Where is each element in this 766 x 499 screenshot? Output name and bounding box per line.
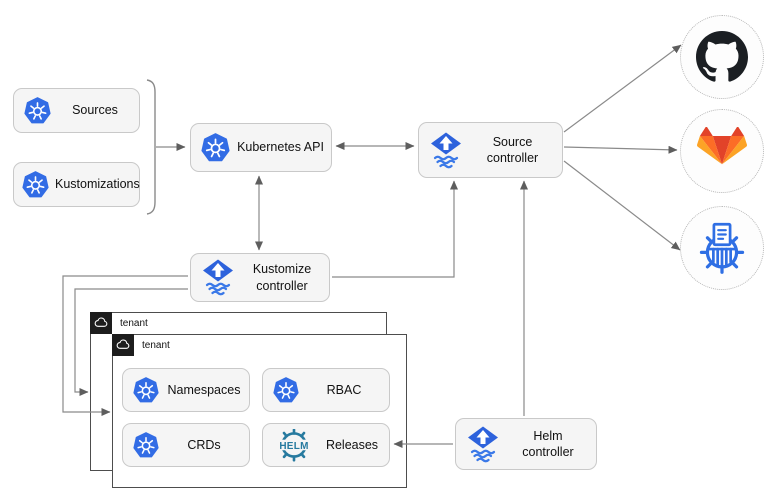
node-source-controller: Source controller (418, 122, 563, 178)
external-gitlab (680, 109, 764, 193)
kubernetes-icon (22, 171, 49, 198)
node-label: RBAC (326, 382, 362, 397)
flux-icon (429, 131, 463, 170)
node-crds: CRDs (122, 423, 250, 467)
node-kustomizations: Kustomizations (13, 162, 140, 207)
registry-bug-icon (699, 222, 745, 274)
node-kustomize-controller: Kustomize controller (190, 253, 330, 302)
node-label: Namespaces (167, 382, 241, 397)
node-rbac: RBAC (262, 368, 390, 412)
tenant-badge (90, 312, 112, 334)
kubernetes-icon (201, 133, 230, 162)
node-kubernetes-api: Kubernetes API (190, 123, 332, 172)
helm-icon: HELM (273, 428, 315, 462)
node-label: Releases (325, 437, 379, 452)
kubernetes-icon (133, 377, 159, 403)
node-helm-controller: Helm controller (455, 418, 597, 470)
tenant-label: tenant (120, 318, 148, 329)
gitlab-icon (697, 127, 747, 165)
edge-source-to-registry (563, 160, 681, 251)
flux-icon (201, 258, 235, 297)
kubernetes-icon (24, 97, 51, 124)
node-label: CRDs (187, 437, 221, 452)
edge-source-to-gitlab (563, 145, 678, 154)
node-releases: HELM Releases (262, 423, 390, 467)
node-label: Helm controller (522, 428, 574, 459)
node-label: Source controller (486, 134, 539, 165)
node-namespaces: Namespaces (122, 368, 250, 412)
node-label: Kustomizations (55, 177, 140, 192)
github-icon (696, 31, 748, 82)
node-label: Kustomize controller (252, 262, 312, 293)
external-registry (680, 206, 764, 290)
kubernetes-icon (273, 377, 299, 403)
edge-kustomize-to-source-controller (332, 180, 458, 278)
cloud-icon (116, 339, 129, 349)
tenant-badge (112, 334, 134, 356)
node-label: Sources (72, 103, 118, 118)
flux-icon (466, 425, 500, 464)
edge-source-to-github (563, 44, 682, 133)
group-bracket (146, 79, 156, 215)
cloud-icon (94, 317, 107, 327)
external-github (680, 15, 764, 99)
node-sources: Sources (13, 88, 140, 133)
tenant-label: tenant (142, 340, 170, 351)
helm-icon-text: HELM (279, 440, 308, 451)
kubernetes-icon (133, 432, 159, 458)
node-label: Kubernetes API (237, 140, 324, 155)
